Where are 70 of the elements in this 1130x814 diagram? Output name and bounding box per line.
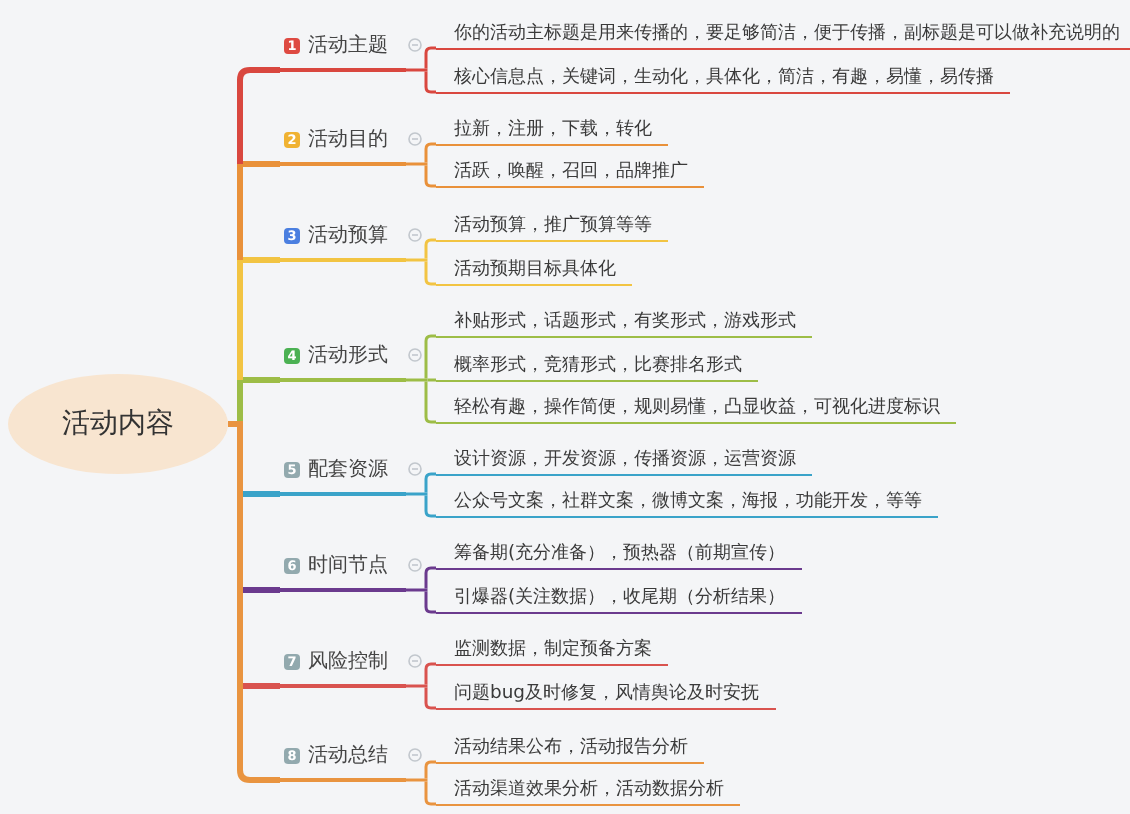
- main-topic: [280, 550, 406, 592]
- branch-line: [424, 687, 436, 710]
- topic-text: 时间节点: [308, 555, 388, 578]
- subtopic: 筹备期(充分准备），预热器（前期宣传）: [436, 540, 802, 570]
- branch-line: [424, 238, 436, 259]
- branch-line: [406, 588, 428, 592]
- branch-line: [424, 662, 436, 685]
- subtopic: 活动预期目标具体化: [436, 256, 632, 286]
- branch-line: [237, 427, 243, 686]
- branch-line: [406, 492, 428, 496]
- branch-line: [424, 781, 436, 806]
- branch-line: [424, 381, 436, 424]
- topic-text: 活动目的: [308, 129, 388, 152]
- branch-line: [424, 261, 436, 286]
- branch-line: [424, 566, 436, 589]
- branch-line: [424, 71, 436, 94]
- subtopic: 核心信息点，关键词，生动化，具体化，简洁，有趣，易懂，易传播: [436, 64, 1010, 94]
- subtopic: 监测数据，制定预备方案: [436, 636, 668, 666]
- branch-line: [406, 162, 428, 166]
- subtopic: 问题bug及时修复，风情舆论及时安抚: [436, 680, 775, 710]
- main-topic: [280, 124, 406, 166]
- main-topic: [280, 646, 406, 688]
- branch-line: [243, 491, 280, 497]
- topic-text: 活动形式: [308, 345, 388, 368]
- topic-text: 活动预算: [308, 225, 388, 248]
- topic-text: 配套资源: [308, 459, 388, 482]
- branch-line: [406, 68, 428, 72]
- branch-line: [424, 334, 436, 379]
- branch-line: [237, 67, 280, 164]
- branch-line: [406, 778, 428, 782]
- subtopic: 活跃，唤醒，召回，品牌推广: [436, 158, 704, 188]
- main-topic: [280, 340, 406, 382]
- main-topic: [280, 30, 406, 72]
- topic-text: 风险控制: [308, 651, 388, 674]
- subtopic: 拉新，注册，下载，转化: [436, 116, 668, 146]
- subtopic: 你的活动主标题是用来传播的，要足够简洁，便于传播，副标题是可以做补充说明的: [436, 20, 1130, 50]
- branch-line: [228, 421, 243, 427]
- branch-line: [243, 377, 280, 383]
- branch-line: [424, 46, 436, 69]
- subtopic: 活动渠道效果分析，活动数据分析: [436, 776, 740, 806]
- branch-line: [424, 142, 436, 163]
- subtopic: 活动结果公布，活动报告分析: [436, 734, 704, 764]
- branch-line: [243, 683, 280, 689]
- branch-line: [243, 257, 280, 263]
- branch-line: [424, 495, 436, 518]
- branch-line: [424, 760, 436, 779]
- subtopic: 引爆器(关注数据），收尾期（分析结果）: [436, 584, 802, 614]
- branch-line: [406, 258, 428, 262]
- central-topic: 活动内容: [8, 374, 228, 474]
- subtopic: 轻松有趣，操作简便，规则易懂，凸显收益，可视化进度标识: [436, 394, 956, 424]
- topic-text: 活动总结: [308, 745, 388, 768]
- subtopic: 公众号文案，社群文案，微博文案，海报，功能开发，等等: [436, 488, 938, 518]
- branch-line: [406, 378, 428, 382]
- branch-line: [243, 587, 280, 593]
- subtopic: 补贴形式，话题形式，有奖形式，游戏形式: [436, 308, 812, 338]
- branch-line: [424, 165, 436, 188]
- branch-line: [406, 684, 428, 688]
- main-topic: [280, 220, 406, 262]
- main-topic: [280, 454, 406, 496]
- subtopic: 设计资源，开发资源，传播资源，运营资源: [436, 446, 812, 476]
- main-topic: [280, 740, 406, 782]
- subtopic: 概率形式，竞猜形式，比赛排名形式: [436, 352, 758, 382]
- branch-line: [237, 686, 280, 783]
- topic-text: 活动主题: [308, 35, 388, 58]
- subtopic: 活动预算，推广预算等等: [436, 212, 668, 242]
- branch-line: [424, 472, 436, 493]
- branch-line: [427, 378, 436, 382]
- branch-line: [237, 164, 243, 421]
- branch-line: [424, 591, 436, 614]
- branch-line: [243, 161, 280, 167]
